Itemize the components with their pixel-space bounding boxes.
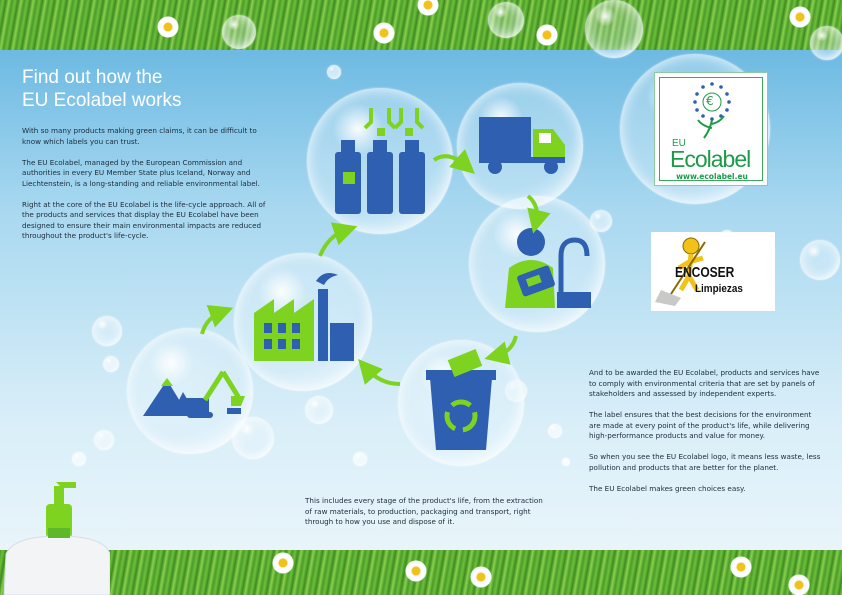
decorative-bubble bbox=[590, 210, 612, 232]
stage-transport-bubble bbox=[457, 83, 583, 209]
page-title: Find out how the EU Ecolabel works bbox=[22, 66, 181, 112]
daisy-decoration bbox=[536, 24, 558, 46]
arrow-packaging-to-transport bbox=[432, 149, 475, 174]
daisy-decoration bbox=[417, 0, 439, 16]
decorative-bubble bbox=[810, 26, 842, 60]
decorative-bubble bbox=[488, 2, 524, 38]
daisy-decoration bbox=[157, 16, 179, 38]
arrow-disposal-to-next bbox=[358, 358, 401, 386]
decorative-bubble bbox=[103, 356, 119, 372]
daisy-decoration bbox=[789, 6, 811, 28]
arrow-transport-to-use bbox=[526, 194, 551, 234]
decorative-bubble bbox=[327, 65, 341, 79]
encoser-subtitle: Limpiezas bbox=[695, 283, 743, 295]
decorative-bubble bbox=[585, 0, 643, 58]
daisy-decoration bbox=[405, 560, 427, 582]
stage-extraction-bubble bbox=[127, 328, 253, 454]
decorative-bubble bbox=[222, 15, 256, 49]
stage-production-bubble bbox=[234, 253, 372, 391]
right-paragraph: So when you see the EU Ecolabel logo, it… bbox=[589, 452, 821, 472]
daisy-decoration bbox=[373, 22, 395, 44]
right-paragraph: And to be awarded the EU Ecolabel, produ… bbox=[589, 368, 820, 398]
ecolabel-name: Ecolabel bbox=[670, 146, 751, 172]
euro-symbol: € bbox=[706, 94, 714, 108]
encoser-name: ENCOSER bbox=[675, 264, 735, 281]
decorative-bubble bbox=[800, 240, 840, 280]
transport-truck-icon bbox=[479, 117, 565, 174]
right-paragraph: The EU Ecolabel makes green choices easy… bbox=[589, 483, 746, 493]
lifecycle-caption: This includes every stage of the product… bbox=[305, 496, 543, 526]
arrow-use-to-disposal bbox=[484, 335, 518, 365]
factory-icon bbox=[254, 273, 354, 361]
intro-paragraph: The EU Ecolabel, managed by the European… bbox=[22, 157, 260, 188]
arrow-production-to-packaging bbox=[318, 222, 358, 257]
right-paragraph: The label ensures that the best decision… bbox=[589, 410, 812, 440]
ecolabel-url: www.ecolabel.eu bbox=[676, 172, 748, 181]
ecolabel-eu: EU bbox=[672, 138, 686, 149]
eu-flower-icon bbox=[693, 82, 731, 139]
cleaning-mascot-icon bbox=[655, 237, 706, 306]
intro-paragraph: With so many products making green claim… bbox=[22, 126, 257, 146]
packaging-icon bbox=[335, 108, 425, 214]
arrow-extraction-to-production bbox=[200, 304, 234, 335]
decorative-bubble bbox=[353, 452, 367, 466]
daisy-decoration bbox=[730, 556, 752, 578]
detergent-bottle-icon bbox=[3, 482, 110, 595]
intro-text: With so many products making green claim… bbox=[22, 126, 277, 252]
right-column-text: And to be awarded the EU Ecolabel, produ… bbox=[589, 368, 825, 505]
daisy-decoration bbox=[272, 552, 294, 574]
decorative-bubble bbox=[72, 452, 86, 466]
page-title-line2: EU Ecolabel works bbox=[22, 90, 182, 111]
use-cleaning-icon bbox=[505, 228, 591, 308]
ecolabel-frame: € EU Ecolabel www.ecolabel.eu bbox=[659, 77, 763, 181]
decorative-bubble bbox=[562, 458, 570, 466]
daisy-decoration bbox=[788, 574, 810, 595]
decorative-bubble bbox=[305, 396, 333, 424]
daisy-decoration bbox=[470, 566, 492, 588]
decorative-bubble bbox=[548, 424, 562, 438]
recycling-bin-icon bbox=[426, 349, 496, 450]
decorative-bubble bbox=[92, 316, 122, 346]
intro-paragraph: Right at the core of the EU Ecolabel is … bbox=[22, 199, 266, 241]
encoser-logo: ENCOSER Limpiezas bbox=[651, 232, 775, 311]
stage-packaging-bubble bbox=[307, 88, 453, 234]
decorative-bubble bbox=[94, 430, 114, 450]
eu-ecolabel-logo: € EU Ecolabel www.ecolabel.eu bbox=[654, 72, 768, 186]
page-title-line1: Find out how the bbox=[22, 67, 163, 88]
extraction-icon bbox=[143, 370, 245, 418]
